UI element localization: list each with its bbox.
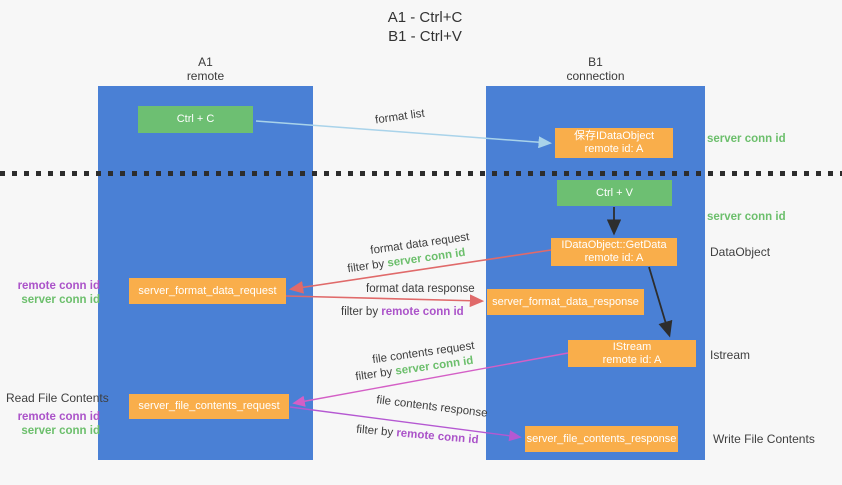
getdata-line1: IDataObject::GetData [561,239,667,251]
lane-b1-role: connection [566,69,625,83]
server-conn-id-side-mid: server conn id [707,211,786,223]
server-format-data-request-label: server_format_data_request [138,284,277,297]
server-conn-id-side-top: server conn id [707,133,786,145]
title-line-2: B1 - Ctrl+V [388,28,462,45]
node-istream: IStream remote id: A [568,340,696,367]
left-conn-ids-file: remote conn id server conn id [8,410,100,438]
istream-line1: IStream [612,340,652,353]
ctrl-c-label: Ctrl + C [176,113,215,125]
remote-conn-id-text: remote conn id [395,427,479,447]
server-file-contents-request-label: server_file_contents_request [138,400,280,412]
server-format-data-response-label: server_format_data_response [492,295,639,308]
format-data-response-label: format data response [366,283,475,295]
dataobject-side-label: DataObject [710,245,771,259]
server-conn-id-left-2: server conn id [21,425,100,437]
node-save-idataobject: 保存IDataObject remote id: A [555,128,673,158]
file-contents-response-label: file contents response [375,394,489,420]
node-ctrl-c: Ctrl + C [138,106,253,133]
remote-conn-id-left-1: remote conn id [17,280,100,292]
server-conn-id-left-1: server conn id [21,294,100,306]
ctrl-v-label: Ctrl + V [596,186,633,199]
lane-a1-role: remote [186,69,225,83]
node-ctrl-v: Ctrl + V [557,180,672,206]
format-list-label: format list [374,107,426,127]
lane-a1-name: A1 [198,55,213,69]
server-file-contents-response-label: server_file_contents_response [526,432,677,445]
filter-by-remote-conn-id-label-1: filter by remote conn id [341,306,464,318]
node-server-format-data-response: server_format_data_response [487,289,644,315]
remote-conn-id-text: remote conn id [381,306,464,318]
lane-b1-name: B1 [588,55,603,69]
write-file-contents-label: Write File Contents [713,432,815,446]
save-idataobject-line2: remote id: A [584,143,644,155]
filter-by-remote-conn-id-label-2: filter by remote conn id [355,423,479,447]
lane-header-b1: B1 connection [486,55,705,83]
diagram-title: A1 - Ctrl+C B1 - Ctrl+V [300,8,550,46]
node-server-file-contents-request: server_file_contents_request [129,394,289,419]
istream-side-label: Istream [710,348,751,362]
lane-header-a1: A1 remote [98,55,313,83]
node-server-file-contents-response: server_file_contents_response [525,426,678,452]
node-server-format-data-request: server_format_data_request [129,278,286,304]
save-idataobject-line1: 保存IDataObject [573,130,655,142]
getdata-line2: remote id: A [584,252,644,264]
left-conn-ids-format: remote conn id server conn id [8,279,100,307]
read-file-contents-label: Read File Contents [6,391,109,405]
title-line-1: A1 - Ctrl+C [387,9,463,26]
format-data-response-arrow [285,294,485,308]
istream-line2: remote id: A [602,353,662,366]
phase-separator-dotted-line [0,171,842,176]
node-idataobject-getdata: IDataObject::GetData remote id: A [551,238,677,266]
remote-conn-id-left-2: remote conn id [17,411,100,423]
